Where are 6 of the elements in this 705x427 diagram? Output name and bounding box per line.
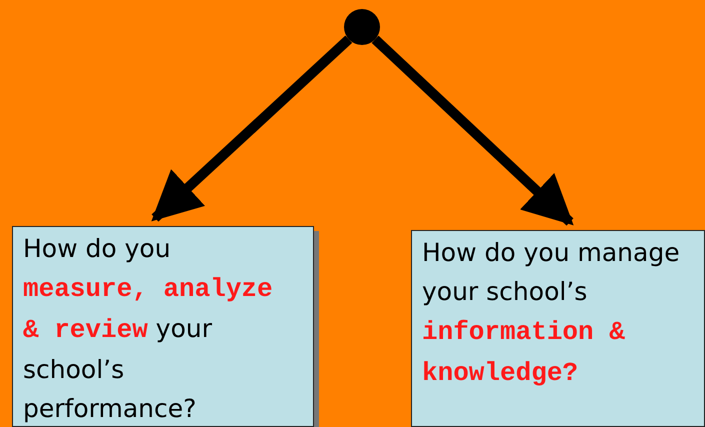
arrow [151, 36, 352, 222]
junction-dot [344, 9, 380, 45]
question-text: How do you measure, analyze & review your school’s performance? [23, 233, 274, 425]
arrow [372, 36, 574, 226]
question-text: How do you manage your school’s information & knowledge? [422, 237, 681, 390]
question-box [411, 230, 705, 427]
